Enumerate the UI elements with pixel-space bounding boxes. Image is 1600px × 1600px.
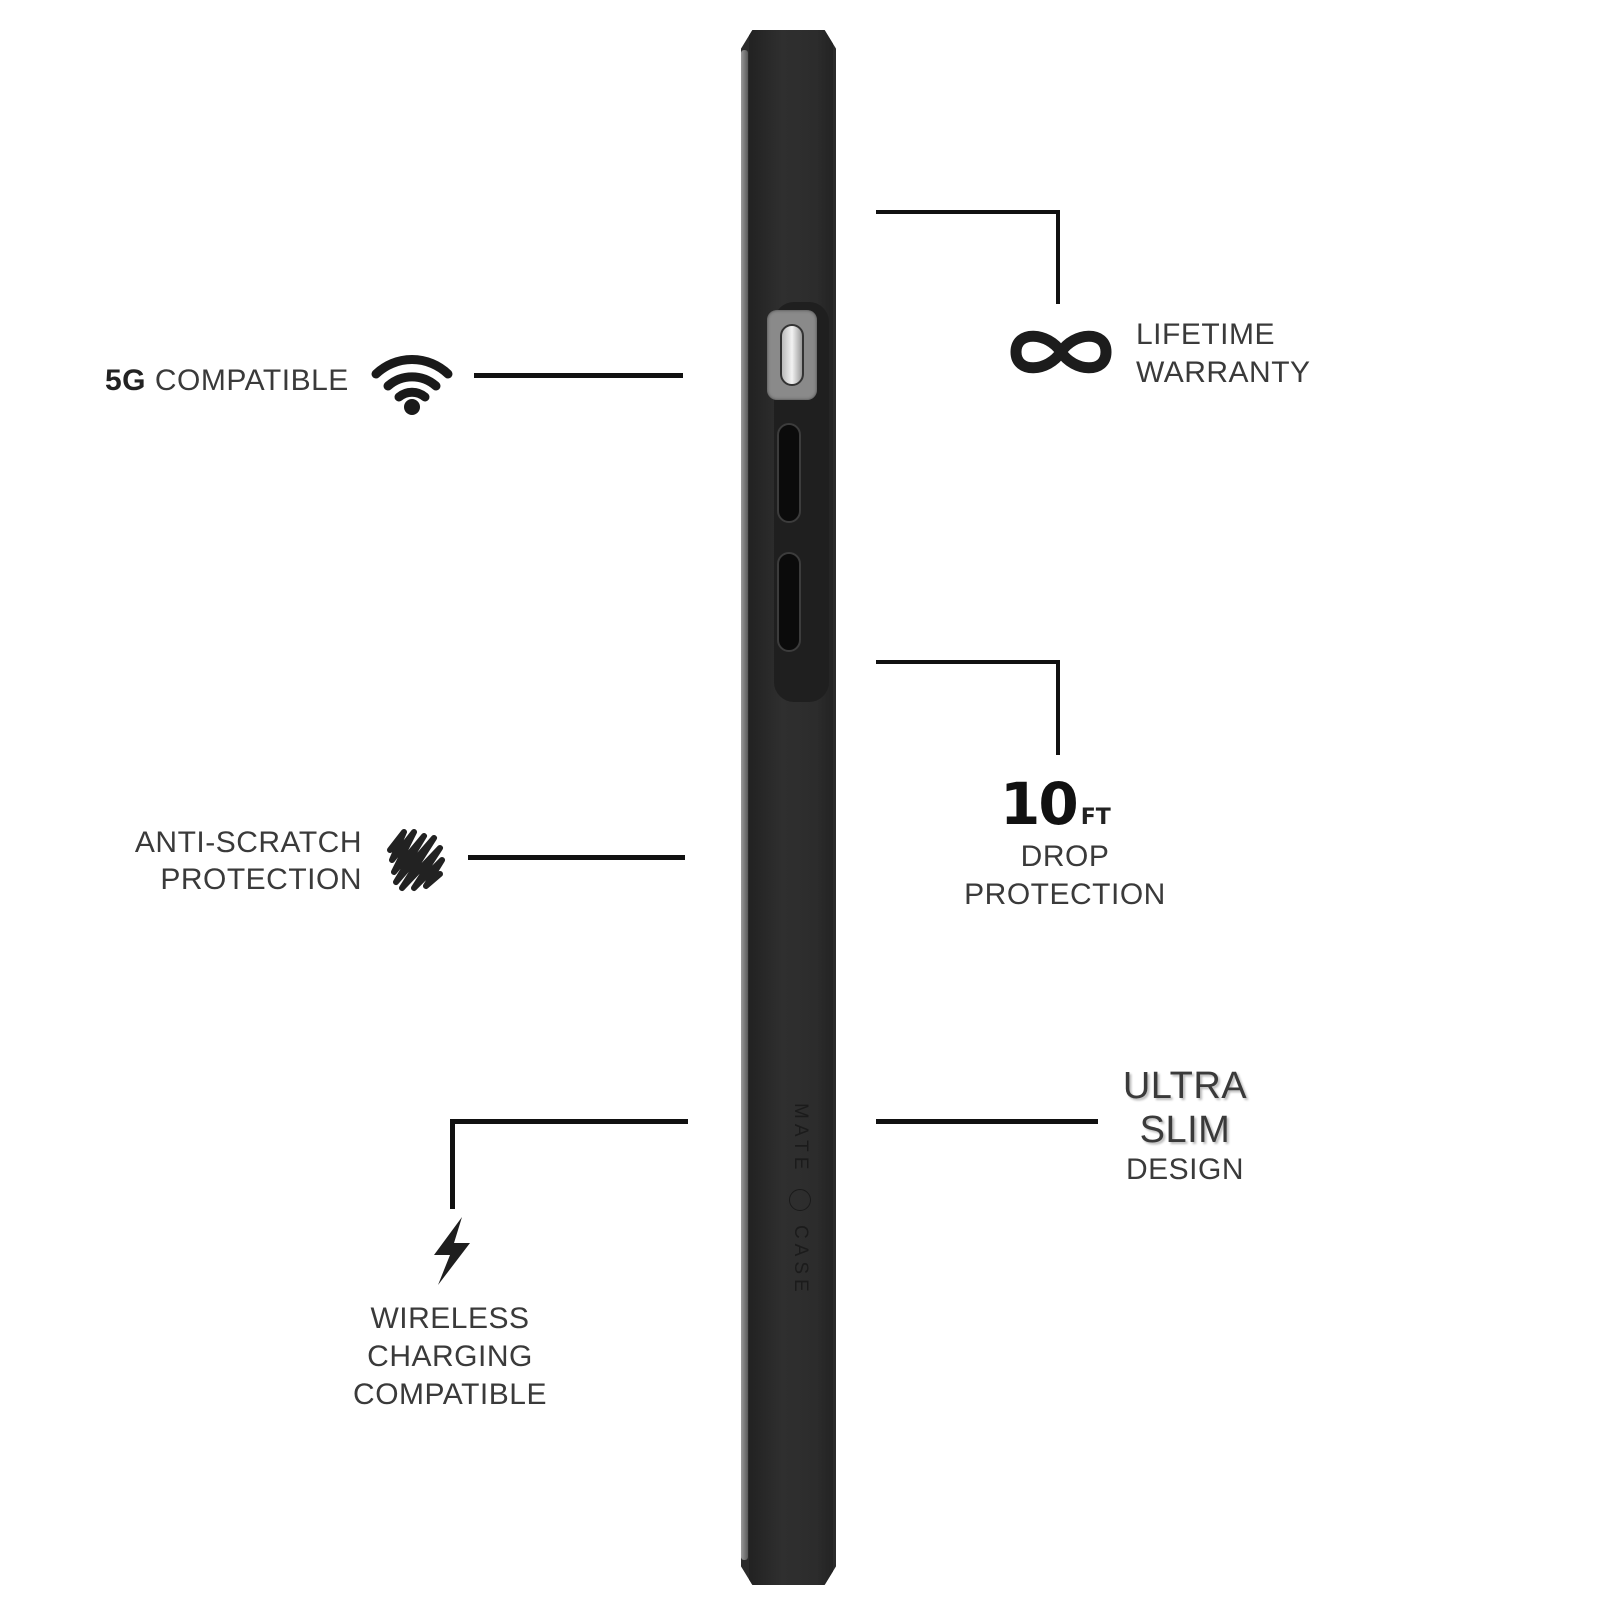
feature-wireless-line1: WIRELESS — [370, 1302, 530, 1335]
phone-case-surface — [749, 30, 833, 1585]
volume-up-button — [777, 423, 801, 523]
feature-5g-bold: 5G — [105, 364, 147, 397]
connector-line-warranty-v — [1056, 210, 1060, 304]
brand-logo: MATE CASE — [781, 1080, 811, 1320]
drop-height-unit: FT — [1080, 805, 1111, 830]
connector-line-wireless-v — [450, 1119, 455, 1209]
feature-drop-line2: PROTECTION — [964, 878, 1166, 911]
lightning-bolt-icon — [428, 1215, 476, 1287]
connector-line-wireless-h — [450, 1119, 688, 1124]
feature-warranty-line2: WARRANTY — [1136, 356, 1311, 389]
silent-switch-cutout — [767, 310, 817, 400]
phone-case-side-view: MATE CASE — [741, 30, 836, 1585]
feature-slim-line1: ULTRA — [1122, 1065, 1248, 1107]
connector-line-warranty-h — [876, 210, 1060, 214]
infinity-icon — [1008, 322, 1114, 382]
feature-warranty-line1: LIFETIME — [1136, 318, 1276, 351]
feature-wireless: WIRELESS CHARGING COMPATIBLE — [340, 1300, 560, 1414]
connector-line-scratch — [468, 855, 685, 860]
feature-drop-line1: DROP — [1020, 840, 1110, 873]
feature-wireless-line2: CHARGING — [367, 1340, 533, 1373]
feature-5g: 5G COMPATIBLE — [105, 364, 349, 398]
scribble-icon — [384, 826, 448, 892]
feature-warranty: LIFETIME WARRANTY — [1136, 316, 1311, 392]
connector-line-slim — [876, 1119, 1098, 1124]
feature-slim-line2: SLIM — [1139, 1109, 1231, 1151]
feature-scratch: ANTI-SCRATCH PROTECTION — [128, 824, 362, 898]
drop-height-number: 10 — [1000, 770, 1079, 838]
silent-switch — [780, 324, 804, 386]
brand-circle-icon — [789, 1188, 811, 1211]
brand-text-mate: MATE — [790, 1103, 811, 1175]
feature-wireless-line3: COMPATIBLE — [353, 1378, 547, 1411]
feature-scratch-line1: ANTI-SCRATCH — [134, 826, 362, 859]
volume-down-button — [777, 552, 801, 652]
brand-text-case: CASE — [790, 1225, 811, 1297]
connector-line-5g — [474, 373, 683, 378]
wifi-signal-icon — [370, 346, 454, 416]
connector-line-drop-v — [1056, 660, 1060, 755]
feature-scratch-line2: PROTECTION — [160, 863, 362, 896]
feature-5g-text: COMPATIBLE — [154, 364, 349, 397]
phone-case-edge — [741, 50, 748, 1560]
feature-slim: ULTRA SLIM DESIGN — [1110, 1064, 1260, 1188]
phone-case-body: MATE CASE — [741, 30, 836, 1585]
connector-line-drop-h — [876, 660, 1060, 664]
feature-drop: DROP PROTECTION — [955, 838, 1175, 914]
feature-slim-line3: DESIGN — [1125, 1153, 1245, 1186]
